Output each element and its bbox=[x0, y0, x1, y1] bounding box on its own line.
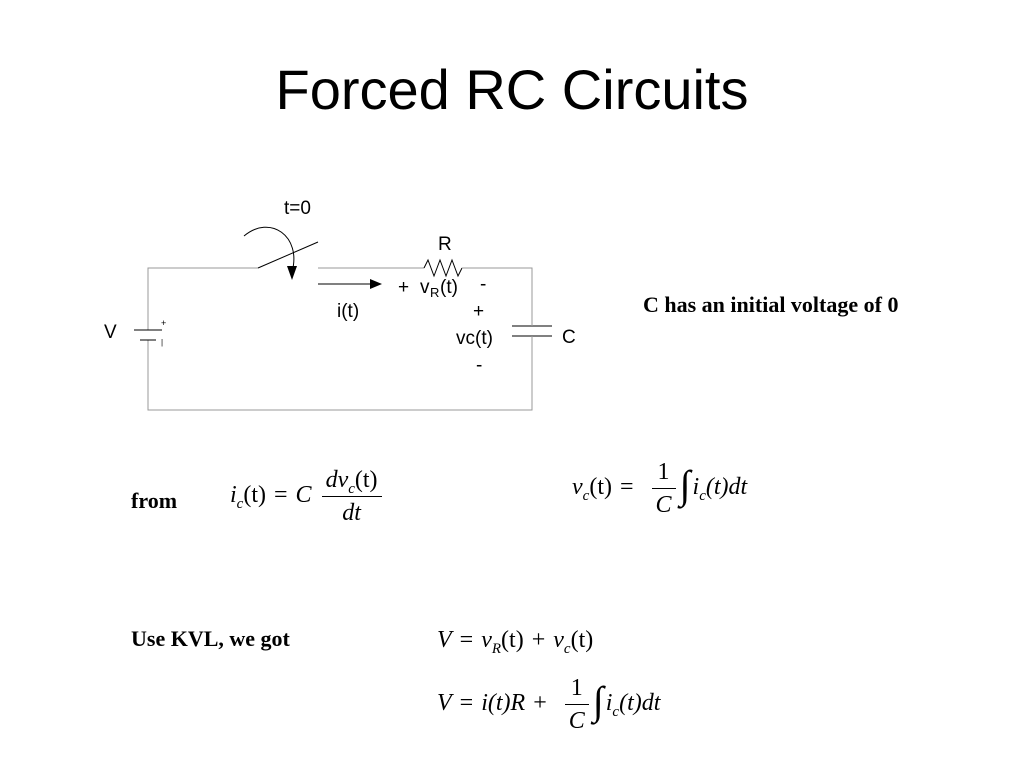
source-plus-sign: + bbox=[161, 318, 166, 328]
eq1-den: dt bbox=[342, 500, 361, 526]
eq3-plus: + bbox=[531, 627, 546, 653]
switch-arrow-curve bbox=[243, 226, 295, 273]
resistor-label: R bbox=[438, 234, 452, 255]
eq3-equals: = bbox=[459, 627, 474, 653]
initial-voltage-note: C has an initial voltage of 0 bbox=[643, 292, 899, 317]
eq1-num-arg: (t) bbox=[354, 467, 378, 493]
capacitor-current-equation: ic(t)=C dvc(t) dt bbox=[230, 468, 386, 525]
from-label: from bbox=[131, 488, 178, 513]
eq4-lhs: V bbox=[437, 690, 452, 717]
kvl-equation: V=vR(t)+vc(t) bbox=[437, 627, 594, 657]
eq1-lhs-var: i bbox=[230, 482, 237, 509]
vc-label: vc(t) bbox=[456, 328, 493, 349]
eq3-t1-arg: (t) bbox=[501, 627, 524, 653]
eq3-lhs: V bbox=[437, 627, 452, 653]
eq4-t1: i(t)R bbox=[481, 690, 526, 717]
eq1-lhs-arg: (t) bbox=[243, 482, 266, 509]
eq2-integral-sign: ∫ bbox=[679, 462, 691, 508]
eq1-num-var: dv bbox=[325, 467, 349, 493]
switch-label: t=0 bbox=[284, 198, 311, 219]
eq4-num: 1 bbox=[564, 676, 589, 705]
switch-blade bbox=[257, 241, 319, 269]
eq2-lhs-sub: c bbox=[582, 488, 590, 505]
slide-title: Forced RC Circuits bbox=[275, 58, 749, 121]
eq4-equals: = bbox=[459, 690, 474, 717]
vr-label-sub: R bbox=[430, 285, 439, 300]
eq4-fraction: 1 C bbox=[564, 676, 589, 734]
eq2-fraction: 1 C bbox=[651, 460, 676, 518]
eq4-integral-sign: ∫ bbox=[592, 678, 604, 724]
eq3-t2-arg: (t) bbox=[570, 627, 594, 653]
vr-plus-sign: + bbox=[398, 277, 409, 298]
capacitor-voltage-equation: vc(t)= 1 C ∫ic(t)dt bbox=[572, 460, 747, 517]
current-arrow-head bbox=[370, 279, 382, 289]
eq3-t2-var: v bbox=[553, 627, 564, 653]
eq4-plus: + bbox=[533, 690, 547, 717]
source-label: V bbox=[104, 322, 117, 343]
eq2-den: C bbox=[655, 492, 672, 518]
wire-top-right bbox=[462, 267, 533, 318]
eq2-int-sub: c bbox=[699, 488, 706, 505]
eq1-fraction: dvc(t) dt bbox=[321, 467, 382, 526]
vr-minus-sign: - bbox=[480, 274, 486, 295]
wire-bottom bbox=[147, 336, 533, 411]
kvl-label: Use KVL, we got bbox=[131, 626, 290, 651]
eq1-num-sub: c bbox=[348, 481, 355, 497]
current-label: i(t) bbox=[337, 301, 359, 322]
vr-label-main: v bbox=[420, 277, 430, 298]
wire-left-top bbox=[147, 267, 258, 330]
eq1-equals: = bbox=[274, 482, 288, 509]
eq2-lhs-var: v bbox=[572, 474, 583, 501]
eq2-equals: = bbox=[619, 474, 634, 501]
vr-label-arg: (t) bbox=[440, 277, 458, 298]
eq3-t1-var: v bbox=[481, 627, 492, 653]
kvl-expanded-equation: V = i(t)R + 1 C ∫ic(t)dt bbox=[437, 676, 660, 733]
eq1-coef: C bbox=[295, 482, 312, 509]
eq4-int-arg: (t)dt bbox=[619, 690, 661, 717]
eq2-num: 1 bbox=[651, 460, 676, 489]
eq2-int-var: i bbox=[692, 474, 700, 501]
eq1-lhs-sub: c bbox=[236, 496, 244, 513]
eq2-lhs-arg: (t) bbox=[589, 474, 612, 501]
vc-minus-sign: - bbox=[476, 355, 482, 376]
source-minus-sign: | bbox=[161, 338, 163, 347]
eq4-den: C bbox=[568, 708, 585, 734]
eq2-int-arg: (t)dt bbox=[705, 474, 748, 501]
capacitor-label: C bbox=[562, 327, 576, 348]
eq4-int-sub: c bbox=[612, 704, 620, 721]
switch-arrow-head bbox=[287, 266, 297, 280]
eq3-t2-sub: c bbox=[563, 641, 571, 657]
vc-plus-sign: + bbox=[473, 301, 484, 322]
resistor-zigzag bbox=[423, 258, 463, 278]
eq3-t1-sub: R bbox=[491, 641, 502, 657]
eq4-int-var: i bbox=[605, 690, 613, 717]
